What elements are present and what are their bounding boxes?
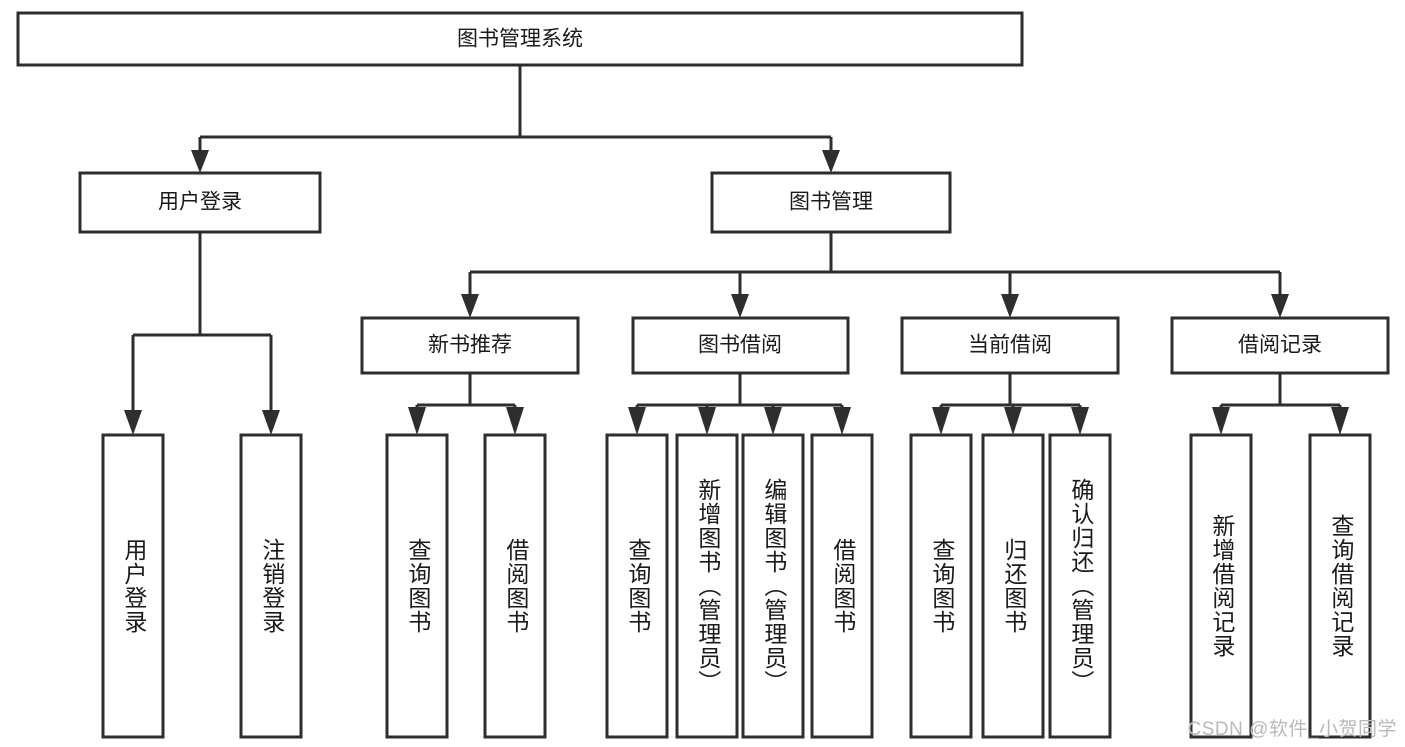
- arrow-head-leaf-return-book: [1004, 407, 1022, 435]
- node-leaf-add-record-box[interactable]: [1189, 433, 1253, 739]
- connector-group-book-management: [461, 232, 1289, 318]
- arrow-head-book-borrow: [731, 294, 749, 318]
- node-book-management-box[interactable]: [710, 171, 952, 234]
- node-root-label: 图书管理系统: [457, 28, 583, 51]
- node-leaf-edit-book-box[interactable]: [741, 433, 805, 739]
- arrow-head-leaf-borrow-book-rec: [506, 407, 524, 435]
- connector-group-current-borrow: [932, 373, 1089, 435]
- connector-group-root: [191, 65, 840, 173]
- node-new-book-recommend[interactable]: 新书推荐: [360, 316, 580, 375]
- node-leaf-logout-box[interactable]: [239, 433, 303, 739]
- node-new-book-recommend-box[interactable]: [360, 316, 580, 375]
- node-leaf-return-book-box[interactable]: [981, 433, 1045, 739]
- arrow-head-leaf-add-book: [698, 407, 716, 435]
- arrow-head-leaf-query-book-current: [932, 407, 950, 435]
- node-current-borrow[interactable]: 当前借阅: [900, 316, 1120, 375]
- arrow-head-leaf-user-login: [124, 410, 142, 435]
- node-user-login[interactable]: 用户登录: [78, 171, 322, 234]
- arrow-head-leaf-query-book-borrow: [628, 407, 646, 435]
- node-book-borrow-label: 图书借阅: [698, 334, 782, 357]
- arrow-head-leaf-borrow-book: [833, 407, 851, 435]
- node-current-borrow-box[interactable]: [900, 316, 1120, 375]
- node-leaf-query-record-box[interactable]: [1308, 433, 1372, 739]
- connector-group-book-borrow: [628, 373, 851, 435]
- arrow-head-leaf-query-record: [1331, 407, 1349, 435]
- connector-group-new-book-recommend: [408, 373, 524, 435]
- node-user-login-box[interactable]: [78, 171, 322, 234]
- leaf-boxes: [101, 433, 1372, 739]
- node-book-management[interactable]: 图书管理: [710, 171, 952, 234]
- connector-group-user-login: [124, 232, 280, 435]
- arrow-head-book-management: [822, 150, 840, 173]
- arrow-head-leaf-confirm-return: [1071, 407, 1089, 435]
- arrow-head-leaf-edit-book: [764, 407, 782, 435]
- csdn-watermark: CSDN @软件_小贺同学: [1187, 719, 1397, 740]
- node-book-borrow[interactable]: 图书借阅: [631, 316, 850, 375]
- arrow-head-leaf-logout: [262, 410, 280, 435]
- node-leaf-confirm-return-box[interactable]: [1048, 433, 1112, 739]
- node-root-box[interactable]: [16, 11, 1024, 67]
- arrow-head-current-borrow: [1001, 294, 1019, 318]
- node-borrow-record[interactable]: 借阅记录: [1170, 316, 1390, 375]
- node-leaf-user-login-box[interactable]: [101, 433, 165, 739]
- node-leaf-query-book-current-box[interactable]: [909, 433, 973, 739]
- node-leaf-borrow-book-box[interactable]: [810, 433, 874, 739]
- node-book-borrow-box[interactable]: [631, 316, 850, 375]
- node-leaf-add-book-box[interactable]: [675, 433, 739, 739]
- node-user-login-label: 用户登录: [158, 191, 242, 214]
- node-new-book-recommend-label: 新书推荐: [428, 334, 512, 357]
- node-root[interactable]: 图书管理系统: [16, 11, 1024, 67]
- node-leaf-query-book-rec-box[interactable]: [385, 433, 449, 739]
- arrow-head-leaf-query-book-rec: [408, 407, 426, 435]
- node-borrow-record-box[interactable]: [1170, 316, 1390, 375]
- node-borrow-record-label: 借阅记录: [1238, 334, 1322, 357]
- node-leaf-borrow-book-rec-box[interactable]: [483, 433, 547, 739]
- node-current-borrow-label: 当前借阅: [968, 334, 1052, 357]
- arrow-head-borrow-record: [1271, 294, 1289, 318]
- connector-group-borrow-record: [1212, 373, 1349, 435]
- arrow-head-user-login: [191, 150, 209, 173]
- node-leaf-query-book-borrow-box[interactable]: [605, 433, 669, 739]
- arrow-head-leaf-add-record: [1212, 407, 1230, 435]
- node-book-management-label: 图书管理: [789, 191, 873, 214]
- arrow-head-new-book-recommend: [461, 294, 479, 318]
